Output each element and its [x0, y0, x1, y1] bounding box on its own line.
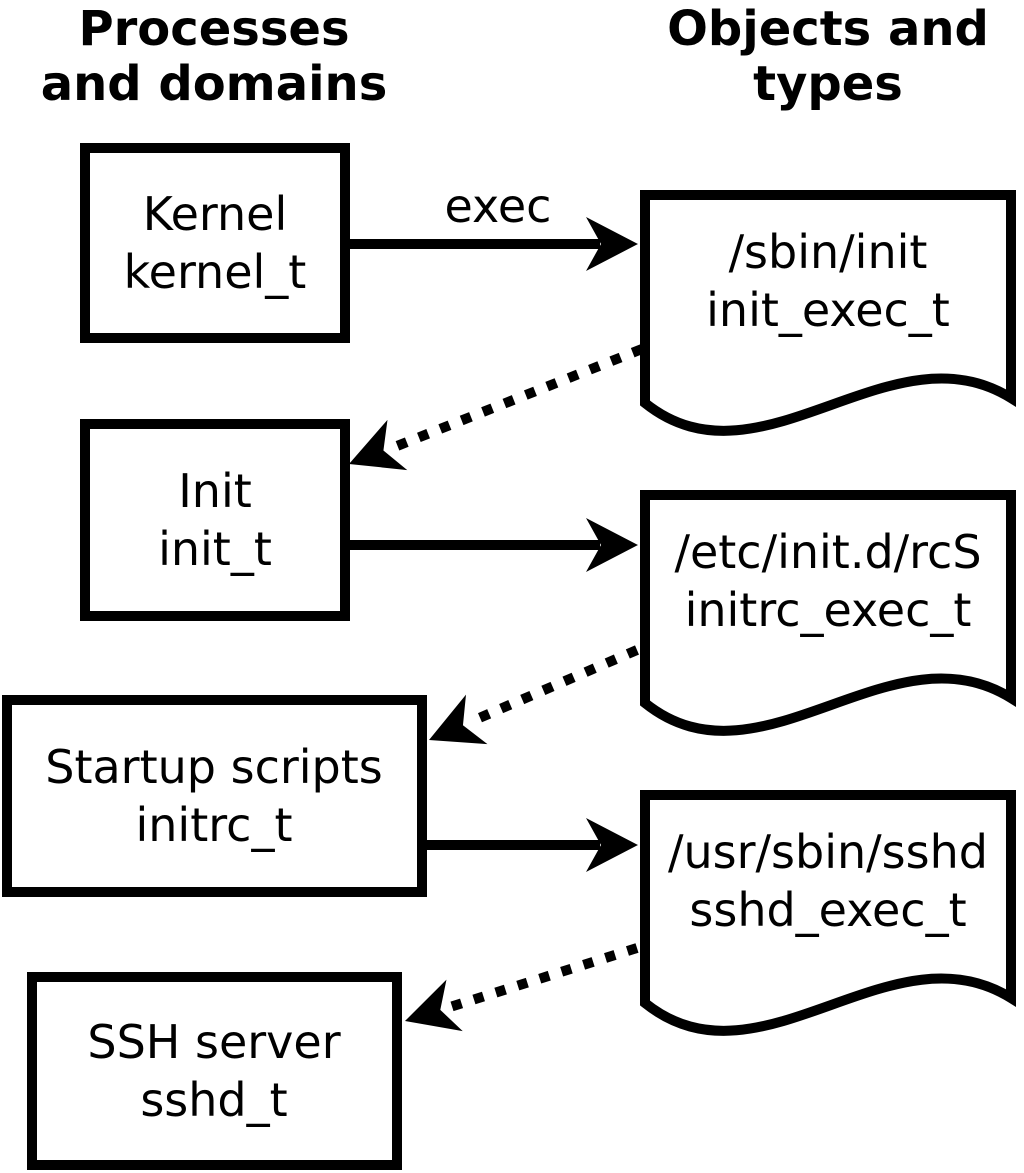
object-path: /sbin/init — [729, 225, 928, 279]
arrow-shaft-dotted — [390, 344, 644, 453]
process-node-kernel: Kernel kernel_t — [80, 143, 350, 343]
object-node-usr-sbin-sshd: /usr/sbin/sshd sshd_exec_t — [640, 790, 1016, 1036]
process-domain: initrc_t — [136, 798, 293, 852]
process-box — [27, 972, 402, 1170]
process-name: SSH server — [87, 1015, 340, 1069]
left-column-header-line2: and domains — [41, 56, 388, 112]
process-box — [80, 143, 350, 343]
process-name: Init — [178, 464, 252, 518]
arrow-shaft-dotted — [445, 943, 639, 1013]
object-path: /usr/sbin/sshd — [668, 825, 988, 879]
object-type: init_exec_t — [706, 283, 950, 337]
transition-arrow-sshd-to-sshd-t — [405, 943, 639, 1032]
process-box — [80, 419, 350, 621]
document-shape — [640, 190, 1016, 436]
exec-arrow-init-to-rcS — [345, 518, 638, 572]
process-domain: kernel_t — [124, 245, 307, 299]
transition-arrow-rcS-to-initrc-t — [429, 645, 639, 745]
process-domain: init_t — [158, 522, 272, 576]
object-type: initrc_exec_t — [685, 583, 972, 637]
process-node-startup-scripts: Startup scripts initrc_t — [2, 695, 427, 897]
process-box — [2, 695, 427, 897]
left-column-header-line1: Processes — [78, 1, 349, 57]
exec-arrow-label: exec — [445, 179, 552, 233]
object-node-etc-initd-rcS: /etc/init.d/rcS initrc_exec_t — [640, 490, 1016, 736]
exec-arrow-initrc-to-sshd — [420, 818, 638, 872]
document-shape — [640, 790, 1016, 1036]
transition-arrow-sbin-init-to-init-t — [349, 344, 644, 471]
process-node-init: Init init_t — [80, 419, 350, 621]
arrowhead-icon — [586, 818, 638, 872]
process-name: Kernel — [143, 187, 288, 241]
arrowhead-icon — [586, 217, 638, 271]
arrowhead-icon — [586, 518, 638, 572]
object-type: sshd_exec_t — [689, 883, 966, 937]
right-column-header-line1: Objects and — [667, 1, 989, 57]
process-domain: sshd_t — [140, 1073, 287, 1127]
exec-arrow-kernel-to-sbin-init — [345, 217, 638, 271]
arrowhead-icon — [405, 979, 463, 1032]
object-node-sbin-init: /sbin/init init_exec_t — [640, 190, 1016, 436]
arrowhead-icon — [429, 694, 488, 745]
arrowhead-icon — [349, 419, 408, 471]
document-shape — [640, 490, 1016, 736]
object-path: /etc/init.d/rcS — [674, 525, 981, 579]
process-name: Startup scripts — [45, 740, 383, 794]
arrow-shaft-dotted — [468, 645, 639, 727]
right-column-header-line2: types — [753, 56, 903, 112]
process-node-ssh-server: SSH server sshd_t — [27, 972, 402, 1170]
